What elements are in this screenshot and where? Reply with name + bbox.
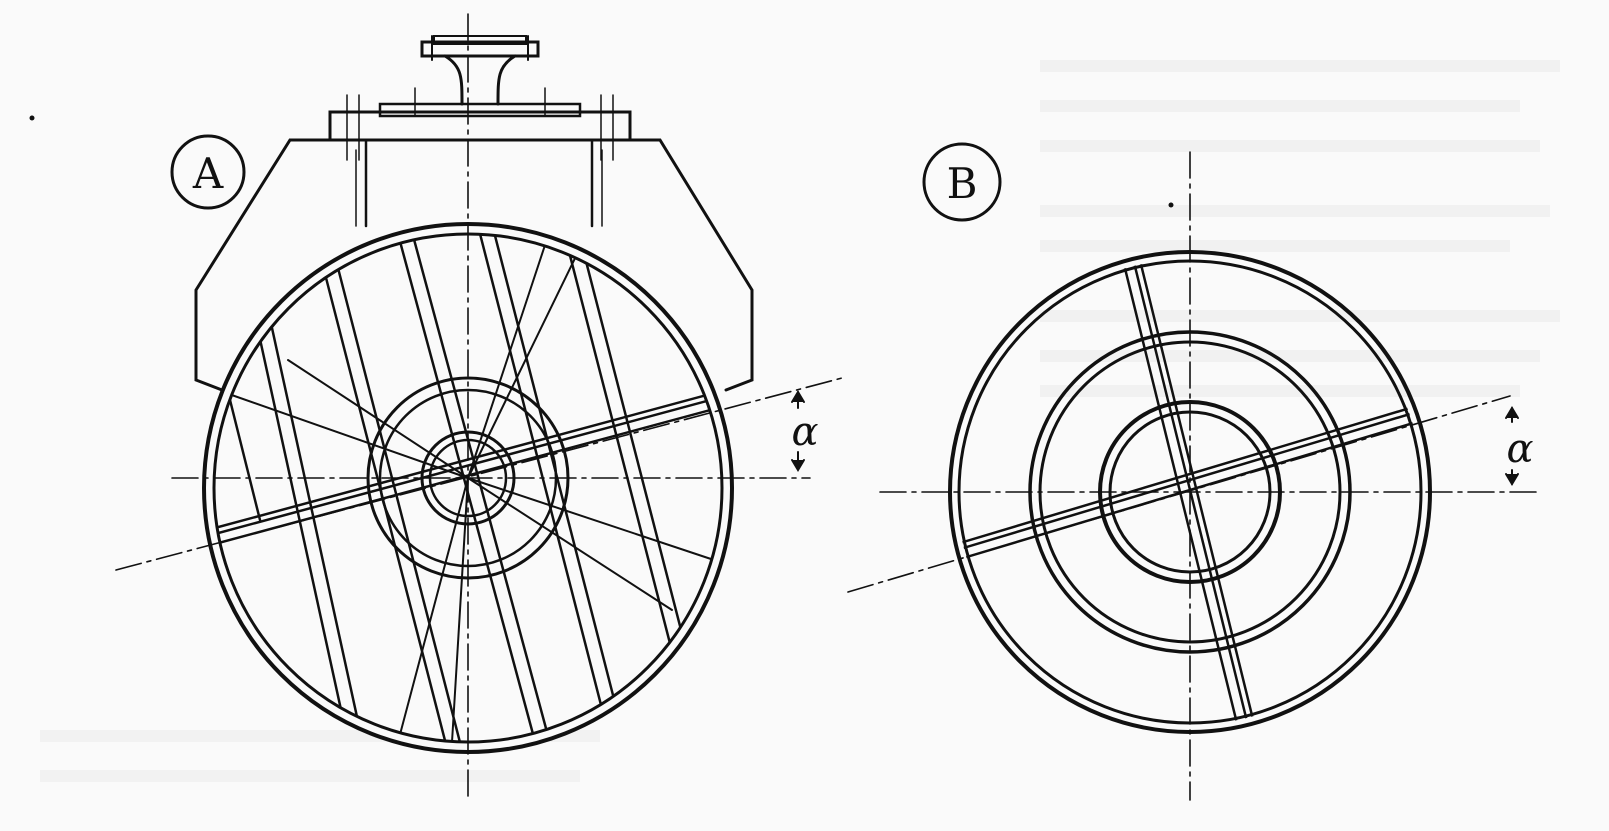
ink-dot: [29, 115, 35, 121]
angle-label-b: α: [1506, 426, 1533, 472]
figure-a: [115, 13, 843, 801]
angle-label-a: α: [791, 409, 818, 455]
angle-dimension-b: [1505, 406, 1519, 486]
figure-label-a: A: [192, 149, 224, 198]
label-circle-b: [922, 142, 1002, 222]
top-flange: [328, 110, 632, 142]
figure-b: [847, 142, 1539, 801]
angle-dimension-a: [791, 390, 805, 472]
vertical-beam-b: [1116, 259, 1264, 725]
vanes-a: [228, 234, 698, 742]
top-nozzle: [420, 35, 540, 106]
figure-label-b: B: [947, 159, 978, 208]
label-circle-a: [170, 134, 246, 210]
inclined-axis-b: [847, 395, 1511, 593]
ink-dot: [1168, 202, 1174, 208]
